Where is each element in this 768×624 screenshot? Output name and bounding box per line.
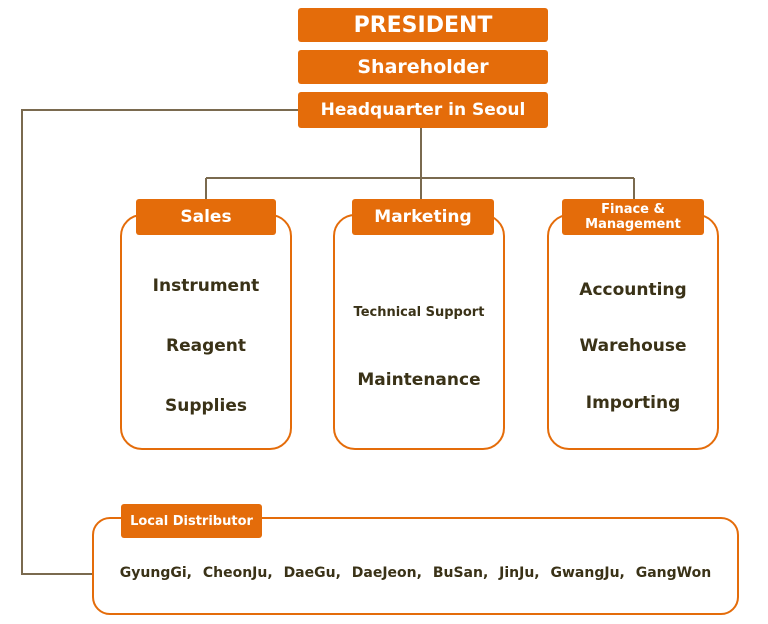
local-distributor-title: Local Distributor bbox=[130, 513, 253, 529]
finance-panel: Accounting Warehouse Importing bbox=[547, 214, 719, 450]
marketing-item-technical-support: Technical Support bbox=[353, 305, 485, 320]
marketing-panel: Technical Support Maintenance bbox=[333, 214, 505, 450]
city-item: GwangJu, bbox=[550, 565, 625, 581]
marketing-item-maintenance: Maintenance bbox=[357, 370, 481, 390]
finance-title: Finace & Management bbox=[585, 202, 681, 232]
finance-item-warehouse: Warehouse bbox=[579, 336, 687, 356]
finance-title-line2: Management bbox=[585, 217, 681, 232]
city-item: DaeJeon, bbox=[351, 565, 422, 581]
sales-title: Sales bbox=[180, 207, 232, 227]
sales-item-supplies: Supplies bbox=[165, 396, 247, 416]
city-item: CheonJu, bbox=[202, 565, 273, 581]
city-item: DaeGu, bbox=[283, 565, 341, 581]
shareholder-box: Shareholder bbox=[298, 50, 548, 84]
city-item: GyungGi, bbox=[119, 565, 192, 581]
finance-item-importing: Importing bbox=[585, 393, 681, 413]
headquarter-box: Headquarter in Seoul bbox=[298, 92, 548, 128]
finance-title-line1: Finace & bbox=[601, 202, 665, 217]
local-distributor-header: Local Distributor bbox=[121, 504, 262, 538]
city-list: GyungGi, CheonJu, DaeGu, DaeJeon, BuSan,… bbox=[92, 565, 739, 581]
sales-header: Sales bbox=[136, 199, 276, 235]
finance-header: Finace & Management bbox=[562, 199, 704, 235]
city-item: GangWon bbox=[635, 565, 712, 581]
shareholder-label: Shareholder bbox=[357, 56, 489, 78]
headquarter-label: Headquarter in Seoul bbox=[320, 100, 526, 120]
president-box: PRESIDENT bbox=[298, 8, 548, 42]
marketing-header: Marketing bbox=[352, 199, 494, 235]
city-item: JinJu, bbox=[499, 565, 540, 581]
local-connector-line bbox=[21, 109, 298, 575]
sales-item-instrument: Instrument bbox=[152, 276, 260, 296]
finance-item-accounting: Accounting bbox=[579, 280, 687, 300]
sales-item-reagent: Reagent bbox=[165, 336, 247, 356]
sales-panel: Instrument Reagent Supplies bbox=[120, 214, 292, 450]
president-label: PRESIDENT bbox=[353, 12, 493, 38]
marketing-title: Marketing bbox=[374, 207, 472, 227]
city-item: BuSan, bbox=[432, 565, 489, 581]
